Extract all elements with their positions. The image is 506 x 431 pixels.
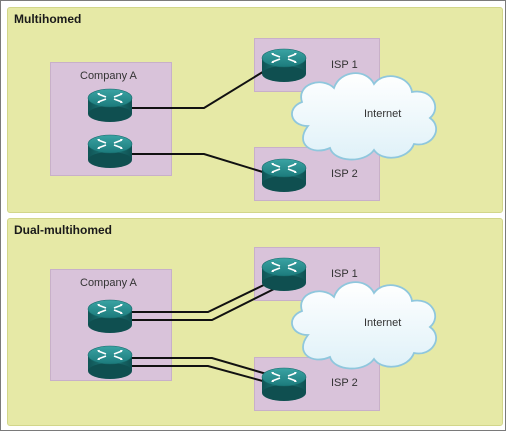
panel-dual-multihomed: Dual-multihomed Company A ISP 1 ISP 2 In… [7,218,503,426]
router-icon [87,299,133,334]
link-r2-isp2-b [132,365,271,384]
link-r2-isp2-a [132,357,271,376]
internet-label: Internet [364,108,402,120]
link-r1-isp1-a [132,281,271,313]
router-icon [87,134,133,169]
isp2-label: ISP 2 [331,168,358,180]
panel-multihomed: Multihomed Company A ISP 1 ISP 2 [7,7,503,213]
router-icon [87,345,133,380]
company-a-label: Company A [80,277,137,289]
panel2-drawing [87,257,438,402]
isp2-label: ISP 2 [331,377,358,389]
link-company-router2-isp2 [132,153,267,174]
link-r1-isp1-b [132,288,275,321]
isp1-label: ISP 1 [331,268,358,280]
router-icon [261,158,307,193]
router-icon [261,48,307,83]
panel-title: Multihomed [14,12,82,26]
company-a-label: Company A [80,70,137,82]
panel-title: Dual-multihomed [14,223,112,237]
internet-label: Internet [364,317,402,329]
router-icon [261,257,307,292]
router-icon [261,367,307,402]
router-icon [87,88,133,123]
panel1-drawing [87,48,438,193]
link-company-router1-isp1 [132,69,267,109]
isp1-label: ISP 1 [331,59,358,71]
